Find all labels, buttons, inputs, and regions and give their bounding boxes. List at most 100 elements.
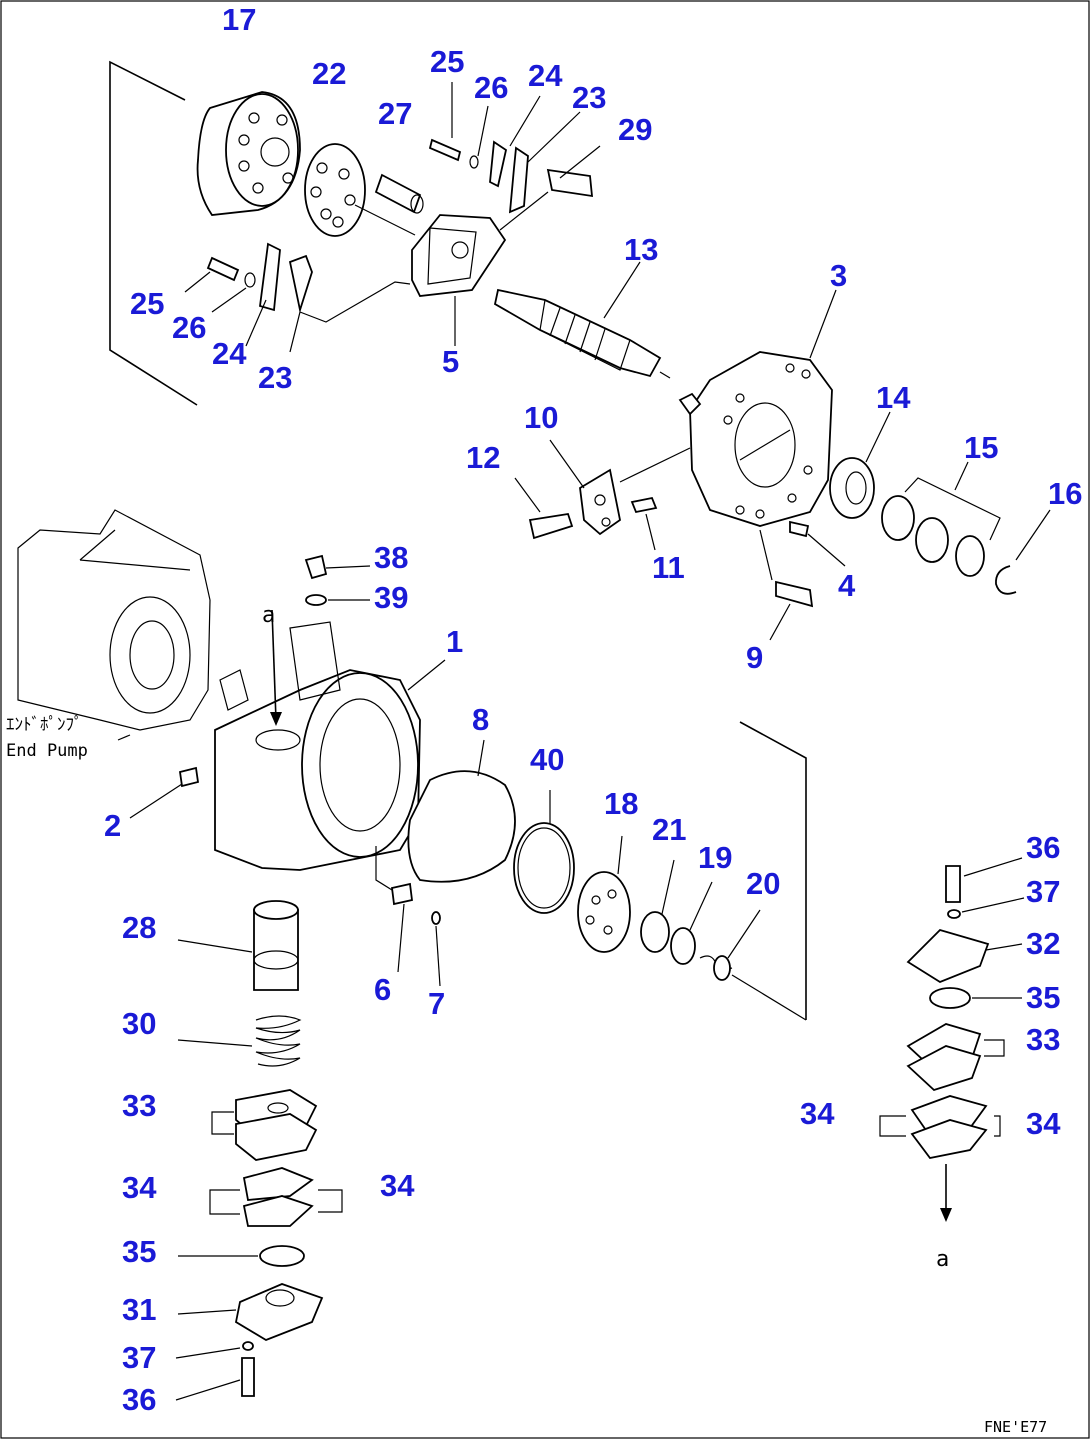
part-36-bolt-left: [241, 1357, 255, 1397]
label-40: 40: [530, 742, 564, 777]
parts-4-9: [759, 520, 846, 641]
label-12: 12: [466, 440, 500, 475]
part-1-pump-housing: [214, 609, 446, 871]
right-valve-stack: [879, 857, 1025, 1222]
label-34: 34: [1026, 1106, 1061, 1141]
label-19: 19: [698, 840, 732, 875]
end-pump-label-en: End Pump: [6, 741, 88, 761]
part-6-pin: [391, 882, 413, 906]
part-36-bolt-right: [945, 865, 961, 903]
label-35: 35: [1026, 980, 1060, 1015]
label-38: 38: [374, 540, 408, 575]
part-2-plug: [178, 766, 200, 788]
label-28: 28: [122, 910, 156, 945]
part-3-end-cover: [619, 289, 837, 527]
label-37: 37: [1026, 874, 1060, 909]
label-35: 35: [122, 1234, 156, 1269]
part-34-clips-right: [879, 1095, 1001, 1159]
label-23: 23: [572, 80, 606, 115]
part-31-cover: [177, 1283, 324, 1341]
left-valve-stack: [175, 900, 343, 1401]
label-15: 15: [964, 430, 998, 465]
part-29-key: [499, 145, 601, 231]
label-34: 34: [122, 1170, 157, 1205]
part-32-cover: [906, 928, 990, 984]
part-8-gasket: [407, 770, 516, 883]
part-37-washer-right: [947, 909, 961, 919]
part-34-clips: [209, 1167, 343, 1227]
end-pump-label-jp: ｴﾝﾄﾞﾎﾟﾝﾌﾟ: [6, 715, 83, 735]
label-8: 8: [472, 702, 489, 737]
label-7: 7: [428, 986, 445, 1021]
part-5-swash-plate: [411, 214, 507, 346]
part-39-o-ring: [305, 594, 327, 606]
label-26: 26: [172, 310, 206, 345]
part-37-washer-left: [242, 1341, 254, 1351]
label-34: 34: [800, 1096, 835, 1131]
label-34: 34: [380, 1168, 415, 1203]
label-20: 20: [746, 866, 780, 901]
label-6: 6: [374, 972, 391, 1007]
label-17: 17: [222, 2, 256, 37]
label-25: 25: [430, 44, 464, 79]
label-4: 4: [838, 568, 856, 603]
part-40-ring: [513, 822, 575, 914]
reference-mark-bottom: a: [936, 1247, 949, 1272]
part-30-spring: [177, 1015, 302, 1067]
label-10: 10: [524, 400, 558, 435]
label-27: 27: [378, 96, 412, 131]
parts-10-11-12: [514, 439, 658, 551]
label-21: 21: [652, 812, 686, 847]
part-35-o-ring-right: [929, 987, 971, 1009]
part-28-spool: [177, 900, 299, 991]
label-2: 2: [104, 808, 121, 843]
label-18: 18: [604, 786, 638, 821]
drawing-code: FNE'E77: [984, 1418, 1047, 1436]
part-17-cylinder-block: [196, 91, 301, 216]
label-14: 14: [876, 380, 911, 415]
rotary-group-drawing: [109, 60, 1051, 641]
part-35-o-ring: [259, 1245, 305, 1267]
parts-18-19-20-21: [577, 835, 807, 1021]
label-39: 39: [374, 580, 408, 615]
end-pump-outline: [17, 509, 211, 741]
label-37: 37: [122, 1340, 156, 1375]
label-36: 36: [122, 1382, 156, 1417]
part-38-plug: [304, 554, 328, 580]
label-31: 31: [122, 1292, 156, 1327]
label-11: 11: [652, 550, 685, 585]
label-30: 30: [122, 1006, 156, 1041]
label-32: 32: [1026, 926, 1060, 961]
label-29: 29: [618, 112, 652, 147]
parts-lower-fasteners: [184, 242, 411, 353]
label-25: 25: [130, 286, 164, 321]
label-36: 36: [1026, 830, 1060, 865]
part-16-snap-ring: [995, 509, 1051, 595]
label-1: 1: [446, 624, 463, 659]
label-24: 24: [212, 336, 247, 371]
reference-mark-top: a: [262, 603, 275, 628]
parts-upper-fasteners: [428, 82, 581, 214]
part-33-plate-right: [906, 1023, 1005, 1092]
label-5: 5: [442, 344, 459, 379]
part-14-bearing: [829, 411, 891, 519]
label-22: 22: [312, 56, 346, 91]
label-9: 9: [746, 640, 763, 675]
part-15-seal-set: [881, 461, 1001, 577]
pump-housing-group: [129, 554, 807, 1021]
part-27-pin: [374, 173, 424, 214]
part-33-plate: [211, 1089, 318, 1161]
callout-labels: 17 22 27 25 26 24 23 29 13 3 25 26 24 23…: [104, 2, 1082, 1417]
label-24: 24: [528, 58, 563, 93]
part-22-valve-plate: [304, 143, 416, 237]
label-13: 13: [624, 232, 658, 267]
label-26: 26: [474, 70, 508, 105]
label-3: 3: [830, 258, 847, 293]
part-13-drive-shaft: [493, 261, 671, 379]
label-16: 16: [1048, 476, 1082, 511]
label-33: 33: [122, 1088, 156, 1123]
label-23: 23: [258, 360, 292, 395]
part-7-seal: [431, 911, 441, 925]
